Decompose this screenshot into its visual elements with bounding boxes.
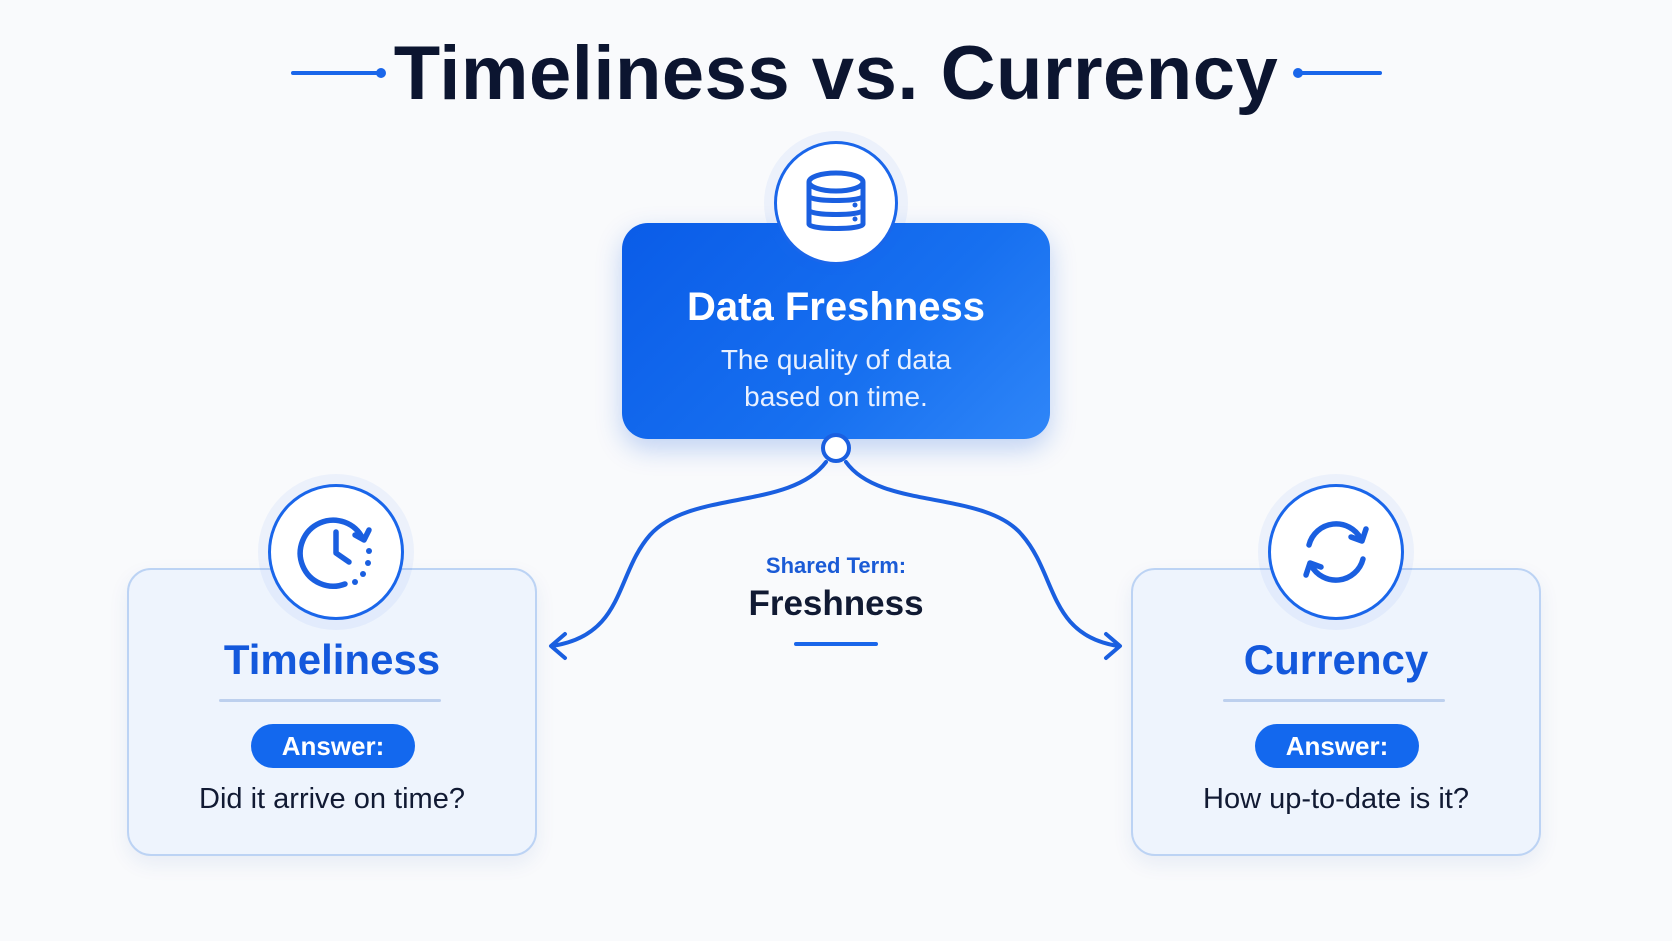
sync-arrows-icon (1303, 521, 1369, 583)
connector-right-arrowhead (1104, 632, 1122, 660)
currency-answer-badge: Answer: (1255, 724, 1419, 768)
shared-term-underline (794, 642, 878, 646)
connector-node (821, 433, 851, 463)
timeliness-question: Did it arrive on time? (199, 783, 465, 815)
clock-refresh-icon (297, 517, 372, 589)
shared-term-value: Freshness (748, 584, 924, 623)
database-icon-circle (774, 141, 898, 265)
timeliness-divider (219, 699, 441, 702)
database-icon (806, 170, 866, 231)
currency-question: How up-to-date is it? (1203, 783, 1469, 815)
timeliness-answer-badge: Answer: (251, 724, 415, 768)
page-title: Timeliness vs. Currency (393, 31, 1279, 116)
currency-icon-circle (1268, 484, 1404, 620)
title-left-dot (376, 68, 386, 78)
connector-left-arrowhead (549, 632, 567, 660)
currency-divider (1223, 699, 1445, 702)
connector-left-path (550, 460, 828, 648)
connector-right-path (844, 460, 1120, 648)
central-description: The quality of data based on time. (720, 344, 952, 412)
data-freshness-box: Data Freshness The quality of data based… (622, 223, 1050, 439)
shared-term-label: Shared Term: (765, 553, 907, 578)
timeliness-icon-circle (268, 484, 404, 620)
central-title: Data Freshness (687, 285, 985, 329)
timeliness-title: Timeliness (223, 636, 441, 683)
title-right-dot (1293, 68, 1303, 78)
currency-title: Currency (1243, 636, 1429, 683)
